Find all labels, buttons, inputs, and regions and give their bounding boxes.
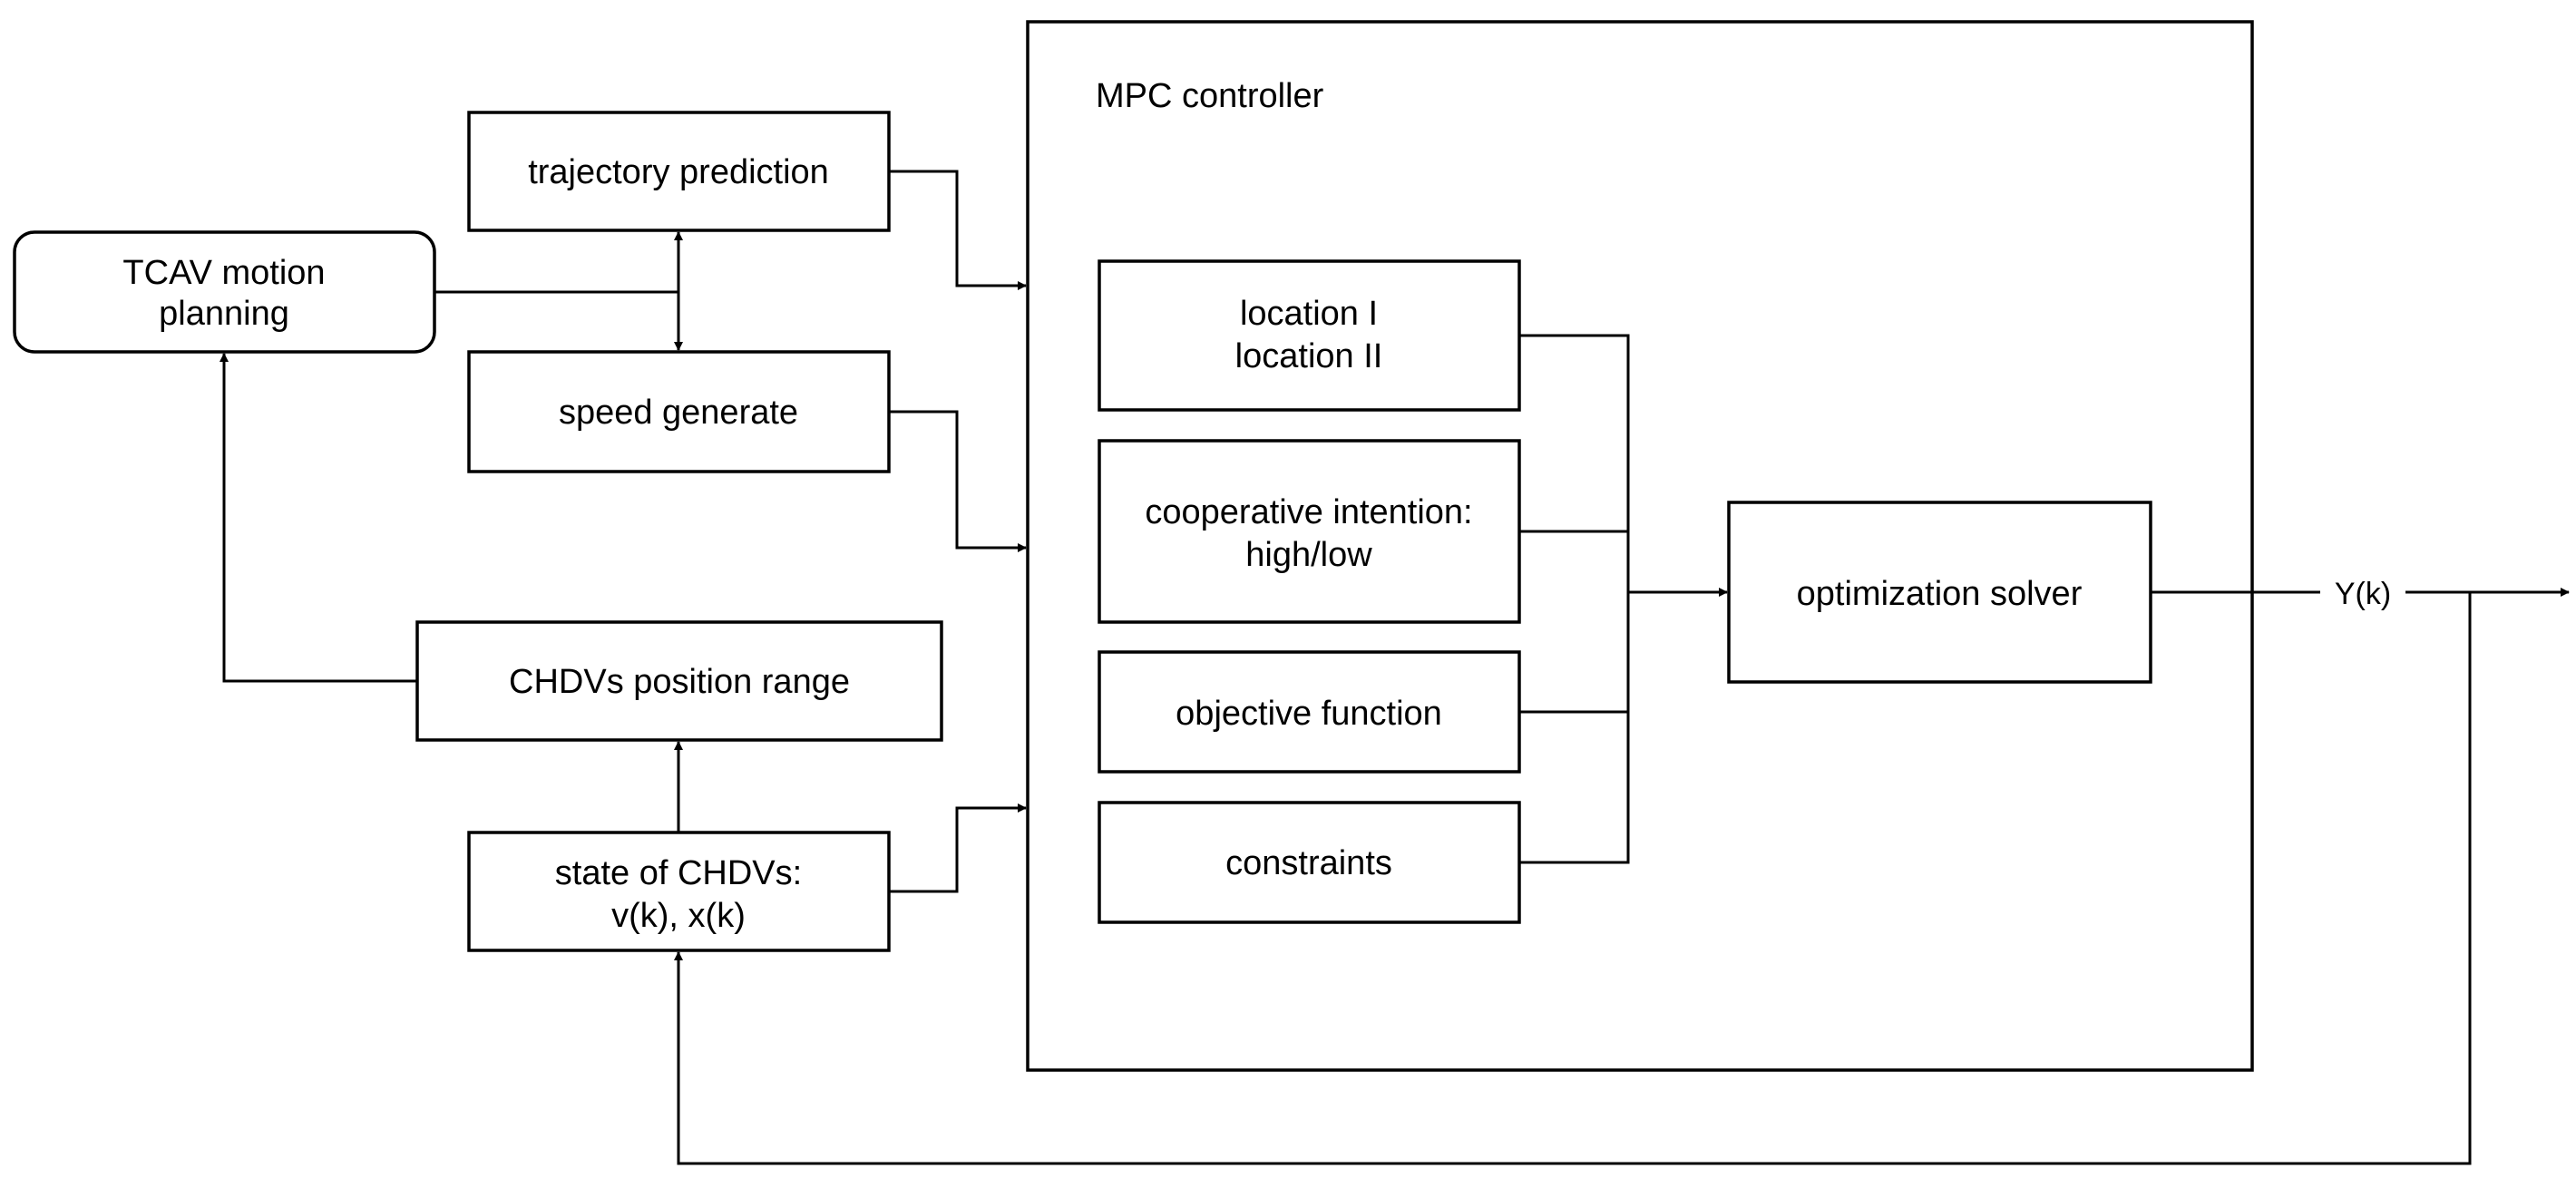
mpc-controller-frame — [1026, 20, 2254, 1072]
mpc-controller-title: MPC controller — [1096, 77, 1324, 115]
trajectory-to-mpc-arrow — [889, 170, 1027, 290]
trajectory-prediction-block: trajectory prediction — [467, 111, 891, 232]
svg-text:cooperative intention:: cooperative intention: — [1145, 493, 1472, 531]
state-to-mpc-arrow — [889, 803, 1027, 893]
speed-to-mpc-arrow — [889, 410, 1027, 552]
location-to-collector-wire — [1519, 334, 1630, 864]
position-range-to-tcav-arrow — [220, 353, 417, 683]
svg-text:location II: location II — [1235, 337, 1383, 375]
constraints-block: constraints — [1098, 801, 1521, 924]
svg-text:constraints: constraints — [1225, 844, 1392, 882]
svg-text:TCAV motion: TCAV motion — [122, 254, 325, 292]
svg-text:state of CHDVs:: state of CHDVs: — [555, 854, 802, 892]
svg-text:CHDVs position range: CHDVs position range — [509, 663, 850, 701]
speed-generate-block: speed generate — [467, 350, 891, 473]
svg-text:location I: location I — [1240, 295, 1378, 333]
chdvs-state-block: state of CHDVs: v(k), x(k) — [467, 831, 891, 952]
objective-function-block: objective function — [1098, 650, 1521, 774]
output-label: Y(k) — [2335, 577, 2391, 611]
location-block: location I location II — [1098, 259, 1521, 412]
svg-text:optimization solver: optimization solver — [1797, 575, 2083, 613]
svg-text:high/low: high/low — [1245, 536, 1372, 574]
svg-text:speed generate: speed generate — [559, 394, 798, 432]
svg-text:objective function: objective function — [1176, 695, 1442, 733]
svg-text:v(k), x(k): v(k), x(k) — [611, 897, 746, 935]
tcav-motion-planning-block: TCAV motion planning — [13, 230, 436, 354]
cooperative-intention-block: cooperative intention: high/low — [1098, 439, 1521, 624]
svg-text:trajectory prediction: trajectory prediction — [528, 153, 829, 191]
optimization-solver-block: optimization solver — [1727, 501, 2152, 684]
feedback-arrow — [674, 592, 2472, 1165]
chdvs-position-range-block: CHDVs position range — [415, 620, 943, 742]
svg-text:planning: planning — [159, 295, 289, 333]
